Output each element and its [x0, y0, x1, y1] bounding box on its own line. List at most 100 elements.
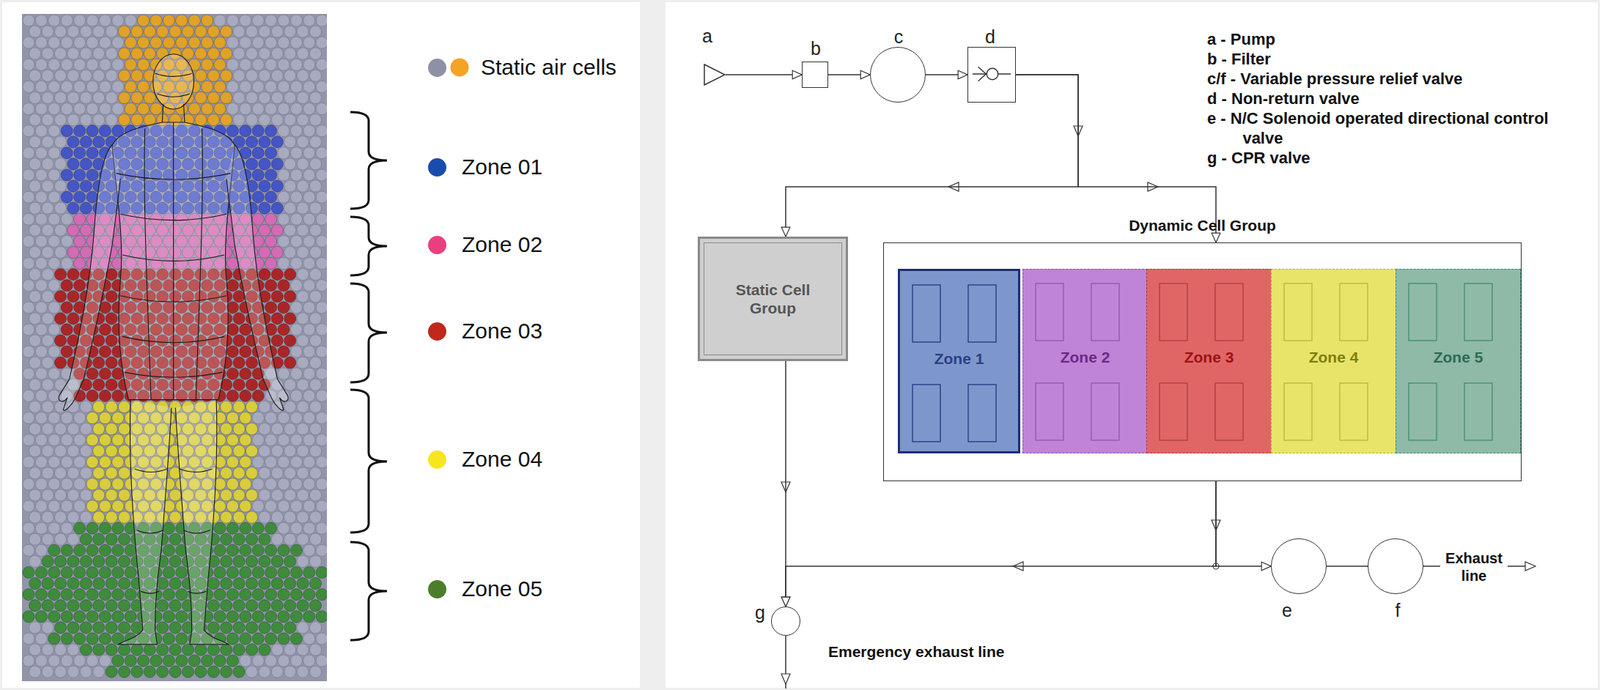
air-cell	[284, 445, 297, 458]
part-letter: b	[810, 38, 821, 60]
air-cell	[309, 600, 322, 613]
air-cell	[74, 80, 86, 93]
air-cell	[245, 644, 258, 656]
air-cell	[252, 389, 264, 402]
air-cell	[296, 445, 309, 458]
air-cell	[22, 169, 35, 182]
air-cell	[290, 589, 302, 602]
air-cell	[48, 125, 61, 138]
air-cell	[98, 655, 111, 667]
air-cell	[105, 378, 118, 391]
air-cell	[284, 69, 297, 82]
air-cell	[309, 69, 322, 82]
air-cell	[296, 666, 309, 678]
air-cell	[277, 213, 290, 226]
air-cell	[162, 589, 175, 602]
air-cell	[315, 279, 327, 292]
air-cell	[258, 445, 271, 458]
air-cell	[284, 422, 297, 435]
air-cell-outline	[1215, 383, 1244, 441]
air-cell	[48, 235, 61, 247]
air-cell	[98, 389, 111, 402]
air-cell	[41, 356, 54, 369]
air-cell-outline	[968, 384, 997, 442]
air-cell	[226, 411, 239, 424]
air-cell	[54, 312, 66, 325]
air-cell	[79, 25, 92, 38]
flow-arrow	[781, 674, 791, 685]
air-cell	[271, 334, 283, 347]
figure-arm	[226, 145, 289, 411]
air-cell	[98, 611, 111, 623]
air-cell	[112, 36, 124, 49]
air-cell	[22, 323, 35, 336]
air-cell	[48, 478, 61, 491]
air-cell	[60, 58, 73, 71]
air-cell	[296, 555, 309, 568]
air-cell	[35, 411, 47, 424]
air-cell	[54, 47, 66, 60]
air-cell	[93, 445, 105, 458]
part-letter: c	[894, 26, 904, 48]
air-cell	[74, 125, 86, 138]
air-cell	[60, 102, 73, 115]
air-cell	[93, 334, 105, 347]
air-cell	[74, 655, 86, 667]
air-cell	[271, 489, 283, 502]
air-cell	[112, 102, 124, 115]
air-cell	[67, 422, 80, 435]
air-cell	[303, 147, 316, 160]
air-cell	[98, 522, 111, 535]
air-cell	[131, 666, 143, 678]
air-cell	[296, 489, 309, 502]
air-cell	[226, 14, 239, 27]
air-cell	[245, 136, 258, 149]
air-cell	[303, 279, 316, 292]
air-cell	[226, 389, 239, 402]
air-cell	[245, 533, 258, 546]
valve-symbol: f	[1367, 538, 1424, 595]
air-cell	[309, 644, 322, 656]
air-cell	[284, 158, 297, 171]
air-cell	[22, 14, 35, 27]
air-cell	[220, 533, 233, 546]
air-cell	[315, 500, 327, 513]
air-cell	[265, 257, 278, 269]
air-cell	[181, 25, 194, 38]
air-cell	[60, 257, 73, 269]
air-cell	[86, 411, 99, 424]
air-cell	[252, 169, 264, 182]
air-cell	[67, 489, 80, 502]
air-cell	[48, 411, 61, 424]
air-cell	[258, 577, 271, 590]
air-cell	[35, 279, 47, 292]
air-cell	[74, 14, 86, 27]
air-cell	[265, 589, 278, 602]
legend-swatch	[428, 450, 447, 470]
air-cell	[93, 136, 105, 149]
air-cell	[79, 600, 92, 613]
air-cell	[245, 600, 258, 613]
air-cell	[35, 611, 47, 623]
air-cell	[252, 58, 264, 71]
air-cell	[226, 80, 239, 93]
air-cell	[233, 644, 245, 656]
air-cell	[271, 114, 283, 127]
air-cell	[35, 102, 47, 115]
air-cell	[239, 500, 252, 513]
air-cell	[233, 114, 245, 127]
air-cell	[271, 422, 283, 435]
air-cell	[48, 345, 61, 358]
air-cell	[124, 544, 137, 557]
air-cell	[296, 312, 309, 325]
air-cell	[105, 422, 118, 435]
air-cell	[67, 467, 80, 480]
air-cell	[86, 125, 99, 138]
air-cell	[143, 25, 156, 38]
air-cell	[35, 36, 47, 49]
static-cell-group: Static Cell Group	[697, 236, 849, 362]
air-cell	[245, 400, 258, 413]
air-cell	[303, 544, 316, 557]
legend-swatch	[428, 236, 447, 255]
air-cell	[277, 566, 290, 579]
